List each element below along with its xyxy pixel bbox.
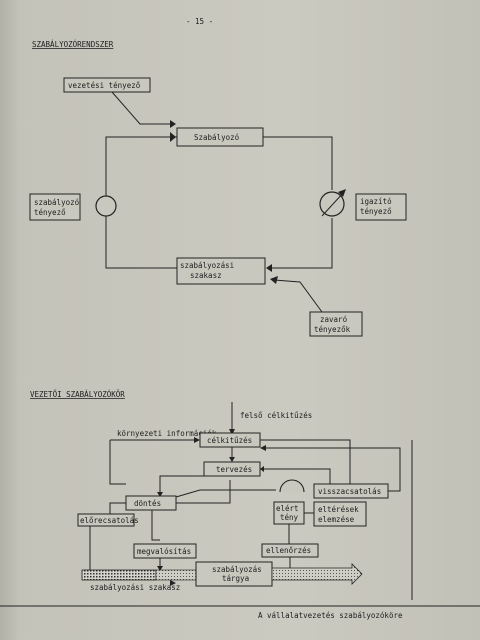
igazito-arrow-head — [338, 189, 346, 197]
arrow-into-szabalyozo-top — [170, 120, 176, 128]
node-celkituzes-label: célkitűzés — [207, 436, 252, 445]
edge-celkituzes-right — [260, 439, 351, 490]
node-visszacsatolas: visszacsatolás — [313, 483, 389, 499]
edge-vezetesi-to-szabalyozo — [111, 91, 170, 125]
zavaro-line2: tényezők — [314, 325, 351, 334]
elert-teny-line1: elért — [276, 504, 299, 513]
edge-dontes-to-megvalositas — [151, 510, 160, 541]
edge-visszacsatolas-up — [264, 447, 401, 492]
node-celkituzes: célkitűzés — [199, 432, 261, 448]
node-ellenorzes-label: ellenőrzés — [266, 546, 311, 555]
edge-dontes-to-tervezes — [176, 480, 231, 504]
targya-line2: tárgya — [222, 574, 249, 583]
node-szabalyozasi-szakasz: szabályozási szakasz — [176, 257, 266, 285]
node-szabalyozo: Szabályozó — [176, 127, 264, 147]
arrow-into-tervezes-right — [260, 466, 264, 472]
edge-left-to-szakasz — [105, 216, 177, 269]
node-ellenorzes: ellenőrzés — [261, 543, 319, 558]
szakasz-hatch-mid — [155, 569, 197, 581]
section2-title: VEZETŐI SZABÁLYOZÓKÖR — [30, 390, 125, 399]
arrow-into-szakasz2 — [157, 566, 163, 571]
label-kornyezeti-informaciok: környezeti információk — [117, 429, 217, 438]
szabalyozo-tenyezo-line1: szabályozó — [34, 198, 80, 207]
node-szabalyozas-targya: szabályozás tárgya — [195, 561, 273, 587]
node-vezetesi-tenyezo: vezetési tényező — [63, 77, 151, 93]
node-elert-teny: elért tény — [273, 501, 305, 525]
elteresek-line2: elemzése — [318, 515, 355, 524]
page-number: - 15 - — [186, 17, 213, 26]
arrow-into-szakasz — [266, 264, 272, 272]
node-igazito-tenyezo: igazító tényező — [355, 193, 407, 221]
edge-dontes-feedback — [175, 489, 276, 498]
node-elteresek-elemzese: eltérések elemzése — [313, 501, 367, 527]
node-megvalositas: megvalósítás — [133, 543, 197, 559]
node-tervezes: tervezés — [203, 461, 261, 477]
node-szabalyozo-label: Szabályozó — [194, 133, 240, 142]
szakasz-line1: szabályozási — [180, 261, 234, 270]
edge-tervezes-right — [260, 468, 331, 488]
elert-teny-line2: tény — [280, 513, 299, 522]
label-felso-celkituzes: felső célkitűzés — [240, 411, 312, 420]
edge-right-to-szakasz — [272, 218, 333, 269]
arrow-into-celkituzes — [194, 437, 200, 443]
node-elorecsatolas: előrecsatolás — [77, 513, 139, 527]
elteresek-line1: eltérések — [318, 505, 359, 514]
elert-teny-detector — [279, 479, 305, 493]
arrow-into-targya — [170, 580, 176, 586]
arrow-felso-celkituzes — [229, 429, 235, 435]
node-elorecsatolas-label: előrecsatolás — [80, 516, 139, 525]
szabalyozo-tenyezo-line2: tényező — [34, 208, 66, 217]
szakasz-hatch-left — [81, 569, 157, 581]
edge-szabalyozo-left — [105, 136, 177, 196]
node-zavaro-tenyezok: zavaró tényezők — [309, 311, 363, 337]
szakasz-arrow-right — [271, 563, 363, 585]
edge-kornyezeti-down — [109, 440, 126, 485]
node-megvalositas-label: megvalósítás — [137, 547, 191, 556]
node-dontes: döntés — [125, 495, 177, 511]
node-tervezes-label: tervezés — [216, 465, 252, 474]
arrow-into-tervezes — [229, 457, 235, 462]
section1-title: SZABÁLYOZÓRENDSZER — [32, 40, 114, 49]
node-visszacsatolas-label: visszacsatolás — [318, 487, 381, 496]
igazito-arrow-line — [321, 191, 345, 217]
node-dontes-label: döntés — [134, 499, 161, 508]
arrow-into-dontes — [157, 492, 163, 497]
edge-tervezes-to-dontes — [159, 475, 230, 494]
szakasz-line2: szakasz — [190, 271, 222, 280]
edge-szabalyozo-right — [263, 136, 333, 190]
szabalyozo-tenyezo-circle — [95, 195, 117, 217]
arrow-into-celkituzes-right — [260, 445, 266, 451]
node-szabalyozo-tenyezo: szabályozó tényező — [29, 193, 81, 221]
edge-zavaro-to-szakasz — [273, 279, 323, 313]
igazito-tenyezo-line2: tényező — [360, 207, 392, 216]
label-szabalyozasi-szakasz: szabályozási szakasz — [90, 583, 180, 592]
targya-line1: szabályozás — [212, 565, 262, 574]
figure-caption: A vállalatvezetés szabályozóköre — [258, 611, 403, 620]
node-vezetesi-tenyezo-label: vezetési tényező — [68, 81, 141, 90]
zavaro-line1: zavaró — [320, 315, 348, 324]
igazito-tenyezo-line1: igazító — [360, 197, 392, 206]
